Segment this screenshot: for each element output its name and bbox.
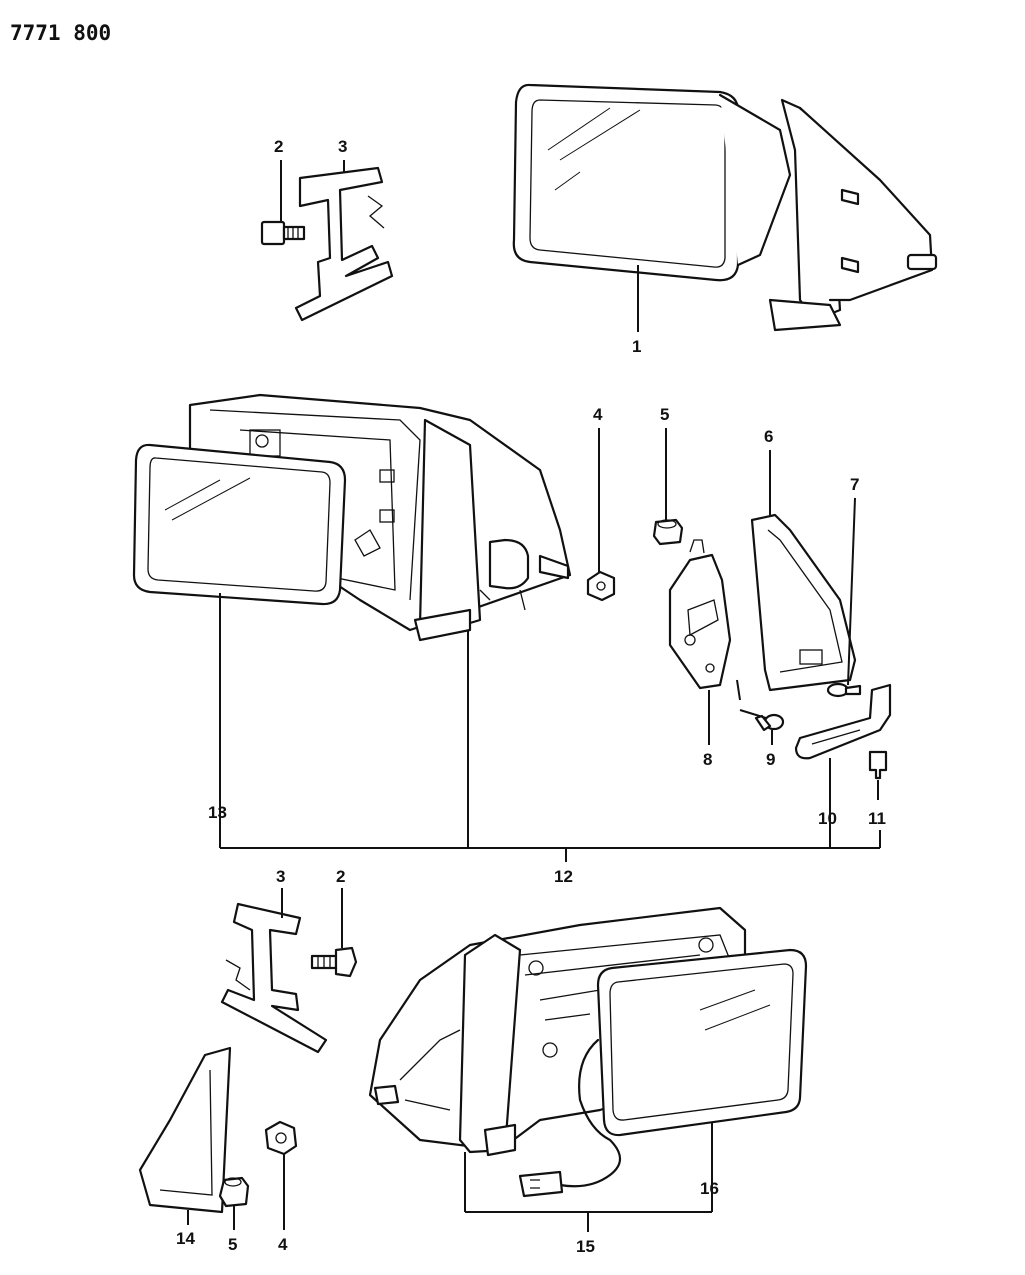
top-bracket-part bbox=[294, 166, 394, 322]
plate-8-part bbox=[668, 539, 732, 690]
bottom-bolt-part bbox=[310, 946, 358, 978]
callout-4-bottom: 4 bbox=[278, 1235, 288, 1254]
callout-1: 1 bbox=[632, 337, 641, 356]
callout-3-top: 3 bbox=[338, 137, 347, 156]
screw-7-part bbox=[826, 682, 862, 698]
callout-12: 12 bbox=[554, 867, 573, 886]
callout-9: 9 bbox=[766, 750, 775, 769]
callout-16: 16 bbox=[700, 1179, 719, 1198]
lever-10-part bbox=[794, 683, 892, 760]
callout-15: 15 bbox=[576, 1237, 595, 1256]
callout-14: 14 bbox=[176, 1229, 195, 1248]
callout-3-bottom: 3 bbox=[276, 867, 285, 886]
grommet-5b-part bbox=[218, 1176, 250, 1208]
mirror-assembly-part bbox=[512, 83, 938, 332]
bottom-bracket-part bbox=[220, 902, 328, 1054]
callout-8: 8 bbox=[703, 750, 712, 769]
callout-5-mid: 5 bbox=[660, 405, 669, 424]
callout-2-bottom: 2 bbox=[336, 867, 345, 886]
right-mirror-glass-part bbox=[596, 948, 808, 1137]
diagram-code: 7771 800 bbox=[10, 21, 111, 45]
left-mirror-housing-part bbox=[188, 393, 572, 642]
callout-13: 13 bbox=[208, 803, 227, 822]
nut-4b-part bbox=[264, 1120, 298, 1156]
leader-lines bbox=[187, 160, 881, 1232]
wire-harness-part bbox=[518, 1038, 622, 1198]
callout-2-top: 2 bbox=[274, 137, 283, 156]
top-bolt-part bbox=[260, 220, 306, 246]
callout-10: 10 bbox=[818, 809, 837, 828]
callout-5-bottom: 5 bbox=[228, 1235, 237, 1254]
cover-6-part bbox=[750, 513, 857, 692]
callout-11: 11 bbox=[868, 809, 886, 828]
screw-11-part bbox=[868, 750, 888, 780]
left-mirror-glass-part bbox=[132, 443, 347, 606]
screw-9-part bbox=[754, 713, 785, 732]
callout-6: 6 bbox=[764, 427, 773, 446]
callout-4-mid: 4 bbox=[593, 405, 603, 424]
cover-14-part bbox=[138, 1046, 232, 1214]
grommet-5-part bbox=[652, 518, 684, 546]
nut-4-part bbox=[586, 570, 616, 602]
callout-7: 7 bbox=[850, 475, 859, 494]
